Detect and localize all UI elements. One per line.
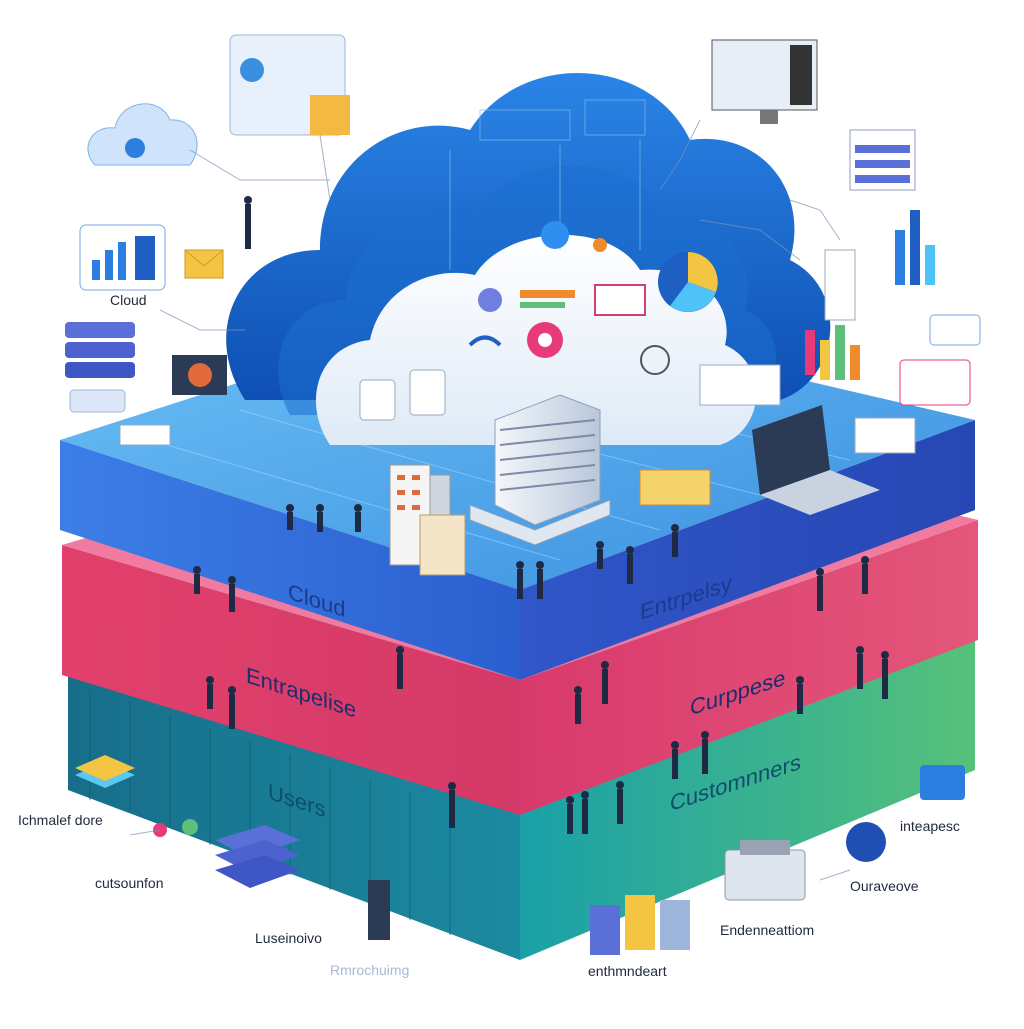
globe-icon: [846, 822, 886, 862]
office-tower: [389, 464, 466, 576]
laptop-icon: [752, 405, 880, 515]
monitor-icon: [711, 39, 818, 124]
stacked-layers-icon: [75, 755, 300, 888]
cloud-tag-label: Cloud: [110, 292, 147, 308]
left-label-1: Ichmalef dore: [18, 812, 103, 828]
bottom-faint-label: Rmrochuimg: [330, 962, 410, 978]
info-card: [929, 314, 981, 346]
dashboard-card: [79, 224, 166, 291]
people: [193, 196, 889, 834]
gear-icon: [478, 288, 502, 312]
left-label-2: cutsounfon: [95, 875, 164, 891]
cloud-shape: [226, 72, 831, 445]
right-label-1: inteapesc: [900, 818, 960, 834]
color-bars-icon: [805, 325, 860, 380]
server-box-icon: [229, 34, 350, 136]
globe-icon: [640, 345, 670, 375]
bottom-center-label: enthmndeart: [588, 963, 667, 979]
server-building: [469, 394, 611, 546]
status-card: [899, 359, 971, 406]
right-label-3: Endenneattiom: [720, 922, 815, 938]
data-card: [639, 469, 711, 506]
email-icon: [184, 249, 224, 279]
bar-chart-icon: [824, 210, 935, 321]
data-cubes-icon: [590, 895, 690, 955]
monitor-screen-icon: [172, 355, 227, 395]
right-label-2: Ouraveove: [850, 878, 919, 894]
server-rack-icon: [849, 129, 916, 191]
small-cloud-icon: [87, 103, 198, 166]
phone-icon: [368, 880, 390, 940]
printer-icon: [724, 840, 806, 901]
left-label-3: Luseinoivo: [255, 930, 322, 946]
gear-icon: [541, 221, 569, 249]
document-card: [699, 364, 781, 406]
database-stack-icon: [65, 322, 135, 413]
wifi-icon: [468, 335, 502, 347]
book-icon: [920, 765, 965, 800]
